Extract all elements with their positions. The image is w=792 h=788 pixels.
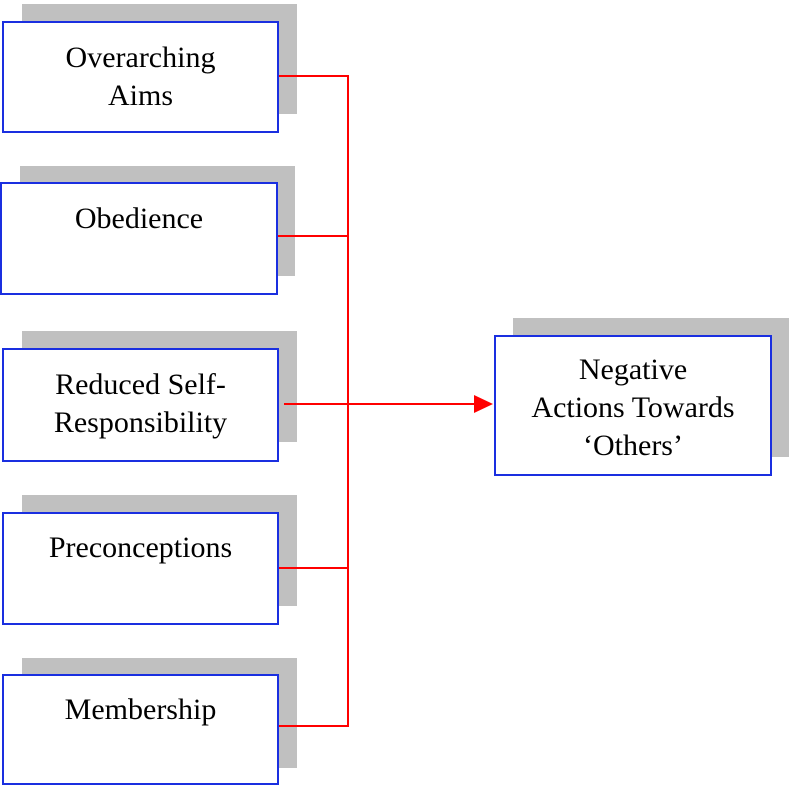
reduced-self-responsibility-label-line-1: Reduced Self- [55, 368, 226, 401]
negative-actions-label-line-3: ‘Others’ [583, 429, 683, 462]
overarching-aims-label-line-1: Overarching [65, 41, 216, 74]
negative-actions-box: Negative Actions Towards ‘Others’ [494, 335, 772, 476]
membership-box: Membership [2, 674, 279, 785]
preconceptions-box: Preconceptions [2, 512, 279, 625]
membership-label: Membership [64, 693, 217, 726]
obedience-label: Obedience [74, 202, 204, 235]
overarching-aims-label-line-2: Aims [107, 79, 173, 112]
overarching-aims-box: Overarching Aims [2, 21, 279, 133]
reduced-self-responsibility-box: Reduced Self- Responsibility [2, 348, 279, 462]
negative-actions-label-line-2: Actions Towards [531, 391, 735, 424]
arrowhead [474, 395, 493, 413]
obedience-box: Obedience [0, 182, 278, 295]
preconceptions-label: Preconceptions [48, 531, 233, 564]
negative-actions-label-line-1: Negative [578, 353, 688, 386]
reduced-self-responsibility-label-line-2: Responsibility [53, 406, 228, 439]
